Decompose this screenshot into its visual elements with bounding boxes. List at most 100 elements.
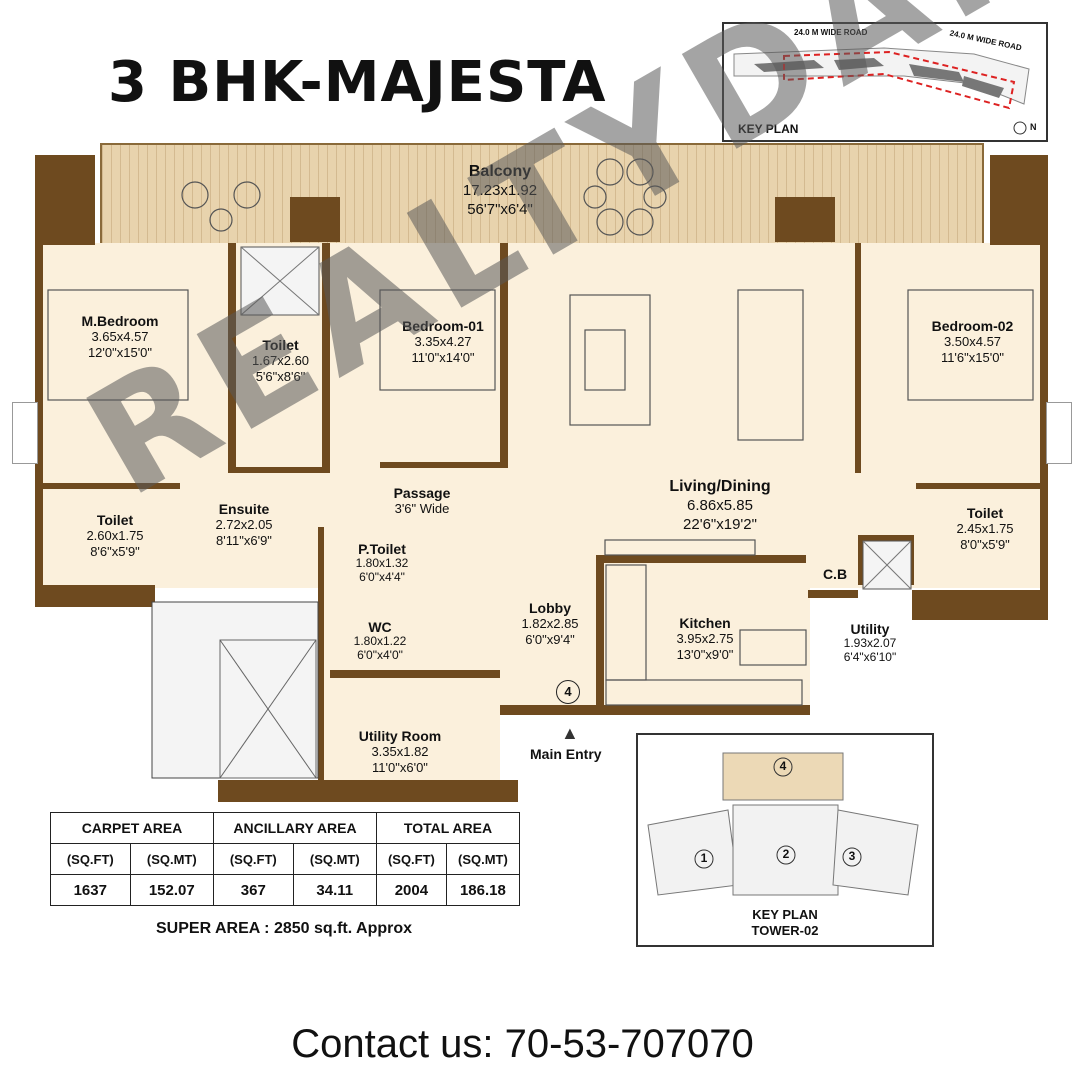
unit-number: 3 — [848, 849, 856, 863]
furniture — [47, 158, 1034, 706]
room-size-metric: 17.23x1.92 — [462, 182, 538, 199]
wall — [330, 670, 500, 678]
wall — [218, 780, 518, 802]
room-name: WC — [368, 619, 392, 635]
key-plan-site: 24.0 M WIDE ROAD 24.0 M WIDE ROAD KEY PL… — [722, 22, 1048, 142]
table-cell: (SQ.FT) — [50, 843, 131, 875]
room-name: C.B — [822, 566, 848, 582]
room-name: Utility — [850, 621, 890, 637]
room-size-metric: 2.72x2.05 — [215, 517, 273, 532]
room-name: M.Bedroom — [81, 313, 159, 329]
room-name: P.Toilet — [358, 541, 406, 557]
room-name: Living/Dining — [669, 478, 771, 495]
page-title: 3 BHK-MAJESTA — [108, 50, 607, 115]
room-name: Ensuite — [218, 501, 270, 517]
balcony-label: Balcony 17.23x1.92 56'7"x6'4" — [430, 162, 570, 219]
room-size-metric: 1.93x2.07 — [843, 636, 897, 650]
wall — [228, 243, 236, 473]
room-name: Utility Room — [358, 728, 442, 744]
wall — [1040, 243, 1048, 603]
balcony-area — [100, 143, 984, 247]
p-toilet-label: P.Toilet 1.80x1.32 6'0"x4'4" — [342, 542, 422, 584]
shaft — [240, 246, 320, 316]
key-plan-label: KEY PLAN — [738, 122, 799, 136]
room-size-imperial: 11'0"x14'0" — [411, 350, 475, 365]
room-name: Lobby — [529, 600, 571, 616]
table-cell: 1637 — [50, 874, 131, 906]
table-cell: 186.18 — [445, 874, 521, 906]
wall — [40, 483, 180, 489]
room-size-metric: 2.60x1.75 — [86, 528, 144, 543]
room-size-metric: 2.45x1.75 — [956, 521, 1014, 536]
unit-number: 1 — [700, 851, 708, 865]
wall — [35, 155, 95, 245]
room-size-imperial: 11'0"x6'0" — [372, 760, 428, 775]
room-size-metric: 1.80x1.32 — [355, 556, 409, 570]
room-name: Toilet — [262, 337, 299, 353]
table-cell: 2004 — [376, 874, 447, 906]
room-name: Balcony — [468, 163, 532, 180]
wall — [318, 527, 324, 787]
room-size-metric: 3.65x4.57 — [91, 329, 149, 344]
table-cell: (SQ.MT) — [292, 843, 378, 875]
room-size-imperial: 3'6" Wide — [394, 501, 450, 516]
wall — [500, 243, 508, 468]
key-plan-label: KEY PLAN — [752, 907, 818, 922]
window — [12, 402, 38, 464]
table-row: 1637 152.07 367 34.11 2004 186.18 — [50, 874, 521, 906]
floor-area — [500, 560, 810, 710]
lobby-label: Lobby 1.82x2.85 6'0"x9'4" — [508, 600, 592, 648]
toilet-2-label: Toilet 2.60x1.75 8'6"x5'9" — [70, 512, 160, 560]
room-name: Bedroom-01 — [402, 318, 484, 334]
floor-area — [320, 580, 500, 780]
table-header-row: CARPET AREA ANCILLARY AREA TOTAL AREA — [50, 812, 520, 844]
room-size-imperial: 8'11"x6'9" — [216, 533, 272, 548]
room-size-imperial: 6'0"x9'4" — [525, 632, 575, 647]
wall — [775, 197, 835, 242]
floor-area — [40, 243, 1045, 588]
unit-number: 2 — [782, 847, 790, 861]
table-row: (SQ.FT) (SQ.MT) (SQ.FT) (SQ.MT) (SQ.FT) … — [50, 843, 521, 875]
unit-marker: 4 — [556, 680, 580, 704]
tower-label: TOWER-02 — [751, 923, 819, 938]
room-size-metric: 3.50x4.57 — [943, 334, 1002, 349]
table-cell: 152.07 — [129, 874, 215, 906]
main-entry-label: Main Entry — [530, 746, 602, 762]
bedroom-01-label: Bedroom-01 3.35x4.27 11'0"x14'0" — [388, 318, 498, 366]
room-size-metric: 1.82x2.85 — [521, 616, 579, 631]
tower-plan-drawing — [647, 752, 919, 896]
master-bedroom-label: M.Bedroom 3.65x4.57 12'0"x15'0" — [60, 313, 180, 361]
ensuite-label: Ensuite 2.72x2.05 8'11"x6'9" — [194, 501, 294, 549]
cb-label: C.B — [815, 566, 855, 582]
road-label: 24.0 M WIDE ROAD — [794, 28, 868, 37]
wall — [596, 555, 604, 715]
utility-room-label: Utility Room 3.35x1.82 11'0"x6'0" — [345, 728, 455, 776]
room-size-imperial: 6'4"x6'10" — [843, 650, 897, 664]
room-size-imperial: 6'0"x4'0" — [357, 648, 403, 662]
wall — [322, 243, 330, 473]
wall — [855, 243, 861, 473]
north-label: N — [1030, 122, 1037, 132]
room-name: Kitchen — [679, 615, 731, 631]
wall — [380, 462, 505, 468]
room-size-metric: 3.35x4.27 — [414, 334, 472, 349]
room-name: Toilet — [966, 505, 1004, 521]
wall — [990, 155, 1048, 245]
room-name: Toilet — [96, 512, 134, 528]
unit-number: 4 — [564, 684, 572, 699]
table-cell: (SQ.FT) — [213, 843, 294, 875]
shaft — [862, 540, 912, 590]
unit-number: 4 — [779, 759, 787, 773]
room-name: Bedroom-02 — [931, 318, 1014, 334]
table-header: ANCILLARY AREA — [213, 812, 377, 844]
wall — [500, 705, 810, 715]
table-cell: 367 — [213, 874, 294, 906]
room-size-imperial: 5'6"x8'6" — [255, 369, 306, 384]
toilet-1-label: Toilet 1.67x2.60 5'6"x8'6" — [238, 337, 323, 385]
entry-arrow-icon: ▲ — [561, 723, 579, 743]
room-size-imperial: 22'6"x19'2" — [683, 516, 757, 533]
kitchen-label: Kitchen 3.95x2.75 13'0"x9'0" — [650, 615, 760, 663]
wall — [808, 590, 858, 598]
room-size-imperial: 6'0"x4'4" — [359, 570, 405, 584]
room-size-imperial: 12'0"x15'0" — [87, 345, 153, 360]
